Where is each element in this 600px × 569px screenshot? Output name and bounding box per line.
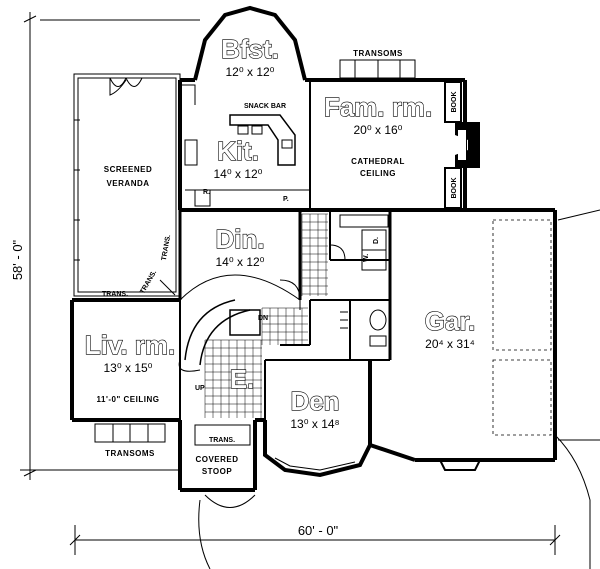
fam-size: 20⁰ x 16⁰	[354, 123, 403, 137]
book-top-label: BOOK	[451, 92, 458, 113]
gar-name: Gar.	[425, 306, 476, 336]
washer-label: W.	[363, 254, 370, 262]
dryer-label: D.	[373, 237, 380, 244]
transoms-top-label: TRANSOMS	[353, 49, 403, 58]
trans-veranda-diag: TRANS.	[139, 269, 158, 295]
bfst-size: 12⁰ x 12⁰	[226, 65, 275, 79]
liv-name: Liv. rm.	[85, 330, 176, 360]
din-size: 14⁰ x 12⁰	[216, 255, 265, 269]
kit-size: 14⁰ x 12⁰	[214, 167, 263, 181]
fireplace	[444, 81, 480, 209]
fam-note-2: CEILING	[360, 169, 396, 178]
tile-grid-laundry	[301, 213, 328, 296]
tile-grid-entry	[204, 307, 308, 418]
staircase	[178, 299, 261, 372]
liv-size: 13⁰ x 15⁰	[104, 361, 153, 375]
site-lines	[198, 209, 600, 569]
transoms-bottom	[94, 423, 166, 443]
garage-doors	[492, 219, 552, 436]
stair-up-label: UP	[195, 385, 205, 392]
snack-bar	[184, 114, 310, 207]
trans-veranda-left: TRANS.	[102, 291, 128, 298]
covered-label: COVERED	[195, 455, 238, 464]
fam-note-1: CATHEDRAL	[351, 157, 405, 166]
den-size: 13⁰ x 14⁸	[290, 417, 339, 431]
interior-walls	[178, 80, 392, 420]
liv-note: 11'-0" CEILING	[97, 395, 160, 404]
stoop-label: STOOP	[202, 467, 233, 476]
pantry-label: P.	[283, 196, 289, 203]
din-name: Din.	[215, 224, 264, 254]
powder-room	[340, 309, 387, 347]
kit-name: Kit.	[217, 136, 259, 166]
overall-width: 60' - 0"	[298, 523, 339, 538]
trans-stoop: TRANS.	[209, 437, 235, 444]
stair-dn-label: DN	[258, 315, 268, 322]
gar-size: 20⁴ x 31⁴	[425, 337, 475, 351]
den-name: Den	[290, 386, 339, 416]
stoop-details	[194, 424, 256, 508]
transoms-top	[339, 59, 416, 79]
refrigerator-label: R.	[203, 189, 210, 196]
bfst-name: Bfst.	[221, 34, 279, 64]
transoms-bottom-label: TRANSOMS	[105, 449, 155, 458]
den-bay	[274, 457, 481, 471]
door-swings	[109, 78, 346, 301]
overall-depth: 58' - 0"	[10, 239, 25, 280]
entry-name: E.	[230, 364, 255, 394]
veranda-label-2: VERANDA	[106, 179, 149, 188]
fam-name: Fam. rm.	[324, 92, 432, 122]
trans-dining: TRANS.	[161, 234, 172, 261]
book-bottom-label: BOOK	[451, 178, 458, 199]
washer-dryer	[339, 214, 389, 271]
dimension-lines	[20, 12, 561, 555]
veranda-label-1: SCREENED	[104, 165, 152, 174]
snack-bar-label: SNACK BAR	[244, 103, 286, 110]
